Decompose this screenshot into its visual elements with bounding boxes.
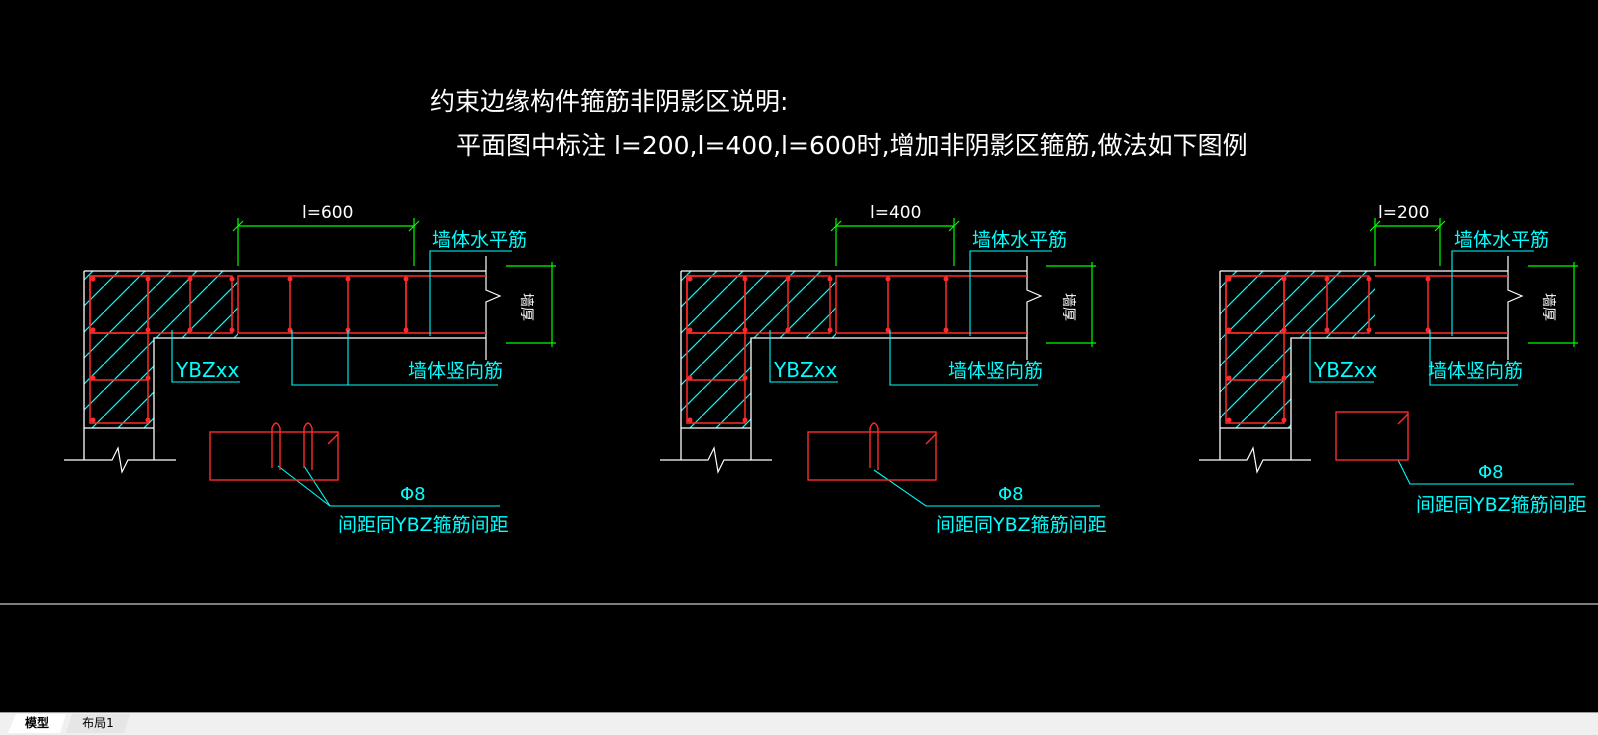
member-label: YBZxx	[175, 358, 239, 382]
member-label: YBZxx	[773, 358, 837, 382]
bar-label: Φ8	[400, 484, 426, 505]
break-line-bottom	[1199, 446, 1311, 474]
bar-label: Φ8	[998, 484, 1024, 505]
stirrups	[686, 275, 1027, 424]
dimension-line	[830, 218, 1096, 347]
spacing-label: 间距同YBZ箍筋间距	[936, 514, 1107, 536]
added-tie-sketch	[807, 422, 937, 481]
wall-outline	[680, 270, 1027, 460]
break-line-bottom	[64, 446, 176, 474]
rebar-dots	[687, 276, 949, 423]
shadow-zone-hatch	[1220, 271, 1375, 428]
detail-l200: l=200 墙体水平筋 墙体竖向筋 YBZxx Φ8 间距同YBZ箍筋间距 墙厚	[1199, 203, 1587, 516]
vertical-rebar-label: 墙体竖向筋	[948, 360, 1043, 382]
thickness-label: 墙厚	[1060, 293, 1076, 321]
dimension-line	[1369, 218, 1578, 347]
thickness-label: 墙厚	[1540, 293, 1556, 321]
rebar-dots	[1226, 276, 1431, 423]
wall-outline	[83, 270, 486, 460]
break-line-right	[1507, 256, 1524, 360]
leader-lines	[1309, 250, 1574, 485]
break-line-bottom	[660, 446, 772, 474]
notes-title: 约束边缘构件箍筋非阴影区说明:	[430, 87, 789, 116]
layout-tab-bar: 模型 布局1	[0, 712, 1598, 735]
break-line-right	[1026, 256, 1043, 360]
vertical-rebar-label: 墙体竖向筋	[1428, 360, 1523, 382]
stirrups	[1225, 275, 1508, 424]
horizontal-rebar-label: 墙体水平筋	[972, 229, 1067, 251]
dim-label: l=600	[302, 203, 353, 223]
horizontal-rebar-label: 墙体水平筋	[432, 229, 527, 251]
dimension-line	[232, 218, 556, 347]
leader-lines	[769, 250, 1100, 507]
bar-label: Φ8	[1478, 462, 1504, 483]
spacing-label: 间距同YBZ箍筋间距	[338, 514, 509, 536]
break-line-right	[485, 256, 502, 360]
detail-l600: l=600 墙体水平筋 墙体竖向筋 YBZxx Φ8 间距同YBZ箍筋间距 墙厚	[64, 203, 556, 536]
shadow-zone-hatch	[681, 271, 836, 428]
wall-outline	[1219, 270, 1508, 460]
vertical-rebar-label: 墙体竖向筋	[408, 360, 503, 382]
notes-body: 平面图中标注 l=200,l=400,l=600时,增加非阴影区箍筋,做法如下图…	[456, 131, 1248, 160]
added-tie-sketch	[1335, 411, 1409, 461]
dim-label: l=400	[870, 203, 921, 223]
thickness-label: 墙厚	[518, 293, 534, 321]
stirrups	[89, 275, 486, 424]
horizontal-rebar-label: 墙体水平筋	[1454, 229, 1549, 251]
member-label: YBZxx	[1313, 358, 1377, 382]
shadow-zone-hatch	[84, 271, 238, 428]
added-tie-sketch	[209, 422, 339, 481]
spacing-label: 间距同YBZ箍筋间距	[1416, 494, 1587, 516]
rebar-dots	[90, 276, 409, 423]
tab-layout1[interactable]: 布局1	[66, 714, 130, 733]
detail-l400: l=400 墙体水平筋 墙体竖向筋 YBZxx Φ8 间距同YBZ箍筋间距 墙厚	[660, 203, 1107, 536]
tab-model[interactable]: 模型	[8, 714, 66, 733]
dim-label: l=200	[1378, 203, 1429, 223]
